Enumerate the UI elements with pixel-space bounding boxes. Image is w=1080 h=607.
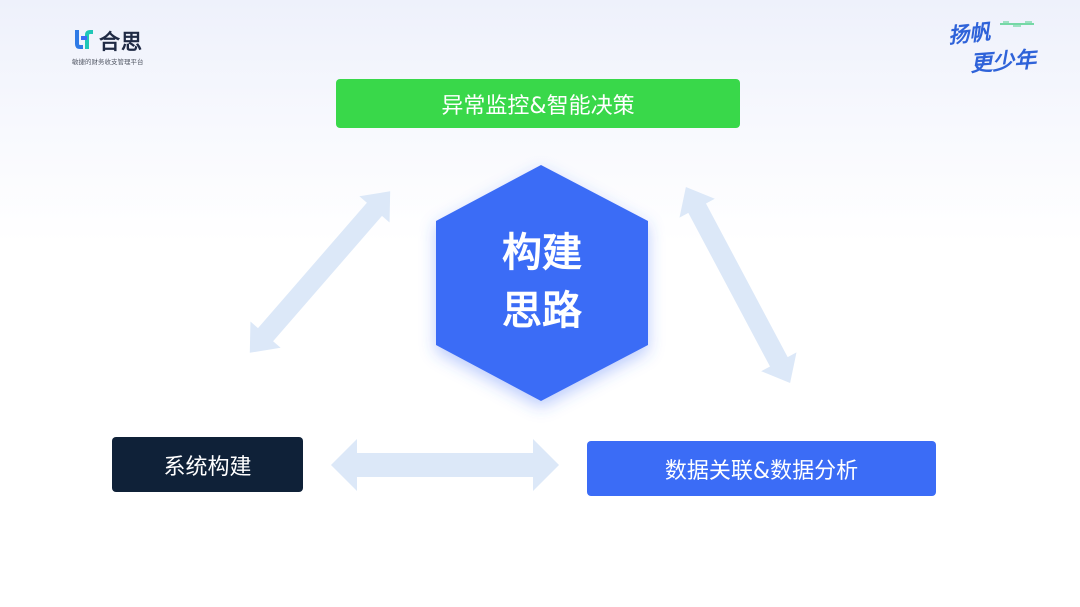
node-data-analysis: 数据关联&数据分析: [587, 441, 936, 496]
center-label-line-1: 构建: [502, 230, 582, 276]
brand-logo: 合思 敏捷的财务收支管理平台: [72, 27, 182, 67]
double-arrow-top-left: [249, 191, 391, 353]
slogan-decoration-icon: [1000, 21, 1034, 27]
double-arrow-top-right: [679, 186, 797, 384]
brand-name: 合思: [99, 30, 143, 54]
center-label: 构建 思路: [466, 224, 618, 340]
center-label-line-2: 思路: [502, 288, 582, 334]
brand-tagline: 敏捷的财务收支管理平台: [72, 58, 144, 66]
brand-mark-icon: [75, 30, 93, 49]
slogan-logo: 扬帆 更少年: [944, 16, 1037, 77]
node-system-building: 系统构建: [112, 437, 303, 492]
double-arrow-bottom: [331, 439, 559, 491]
node-anomaly-monitoring: 异常监控&智能决策: [336, 79, 740, 128]
